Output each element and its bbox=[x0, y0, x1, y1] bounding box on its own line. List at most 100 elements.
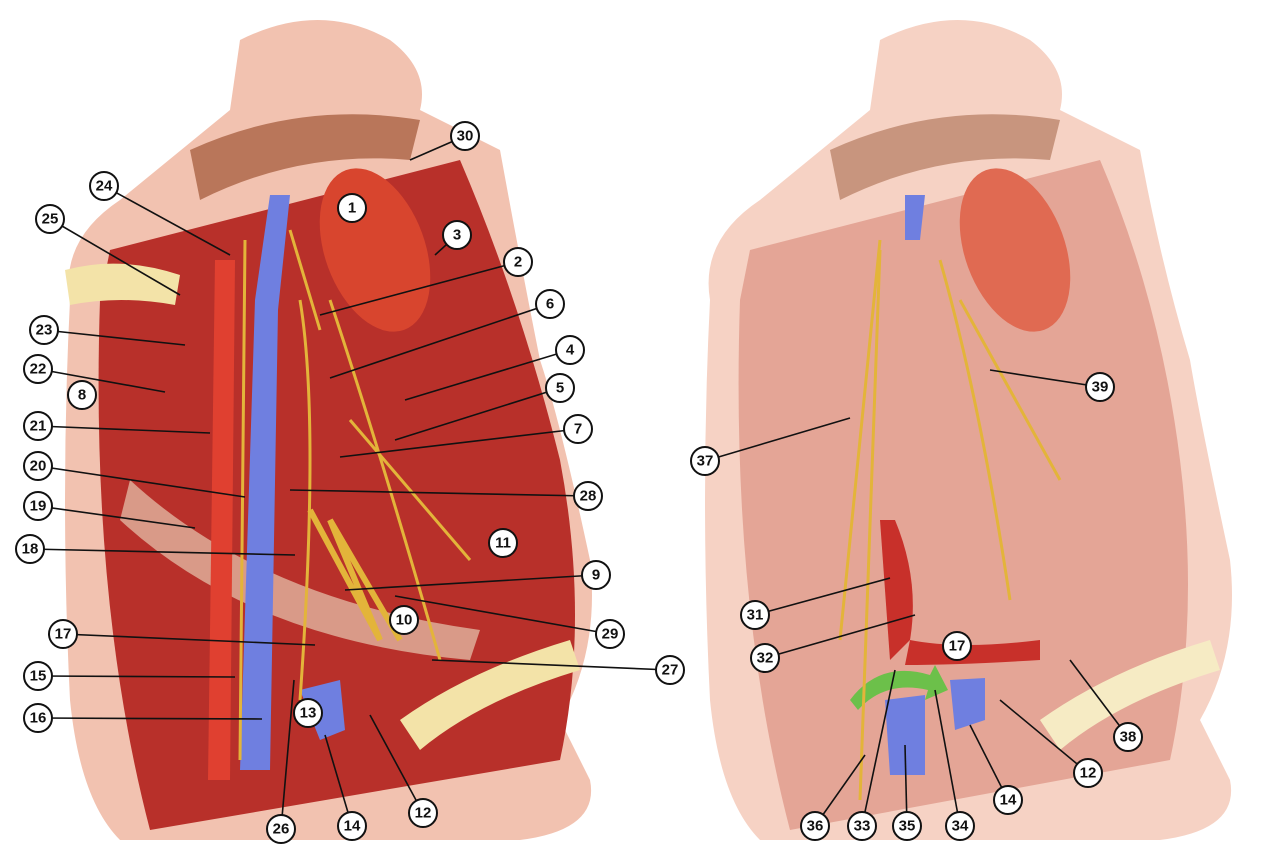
leader-line bbox=[704, 417, 851, 462]
leader-line bbox=[1069, 659, 1129, 738]
label-number: 38 bbox=[1120, 729, 1137, 746]
label-marker-6: 6 bbox=[535, 289, 565, 319]
sternocleidomastoid-cut-right bbox=[959, 168, 1071, 332]
thoracic-duct-arrow bbox=[850, 665, 948, 710]
leader-line bbox=[861, 669, 896, 827]
veins-right bbox=[885, 195, 985, 775]
leader-line bbox=[37, 717, 263, 720]
label-marker-4: 4 bbox=[555, 335, 585, 365]
label-marker-24: 24 bbox=[89, 171, 119, 201]
leader-line bbox=[49, 218, 181, 296]
label-circle bbox=[23, 354, 53, 384]
leader-line bbox=[999, 699, 1089, 774]
label-marker-10: 10 bbox=[389, 605, 419, 635]
leader-line bbox=[103, 185, 231, 256]
label-marker-8: 8 bbox=[67, 380, 97, 410]
label-number: 26 bbox=[273, 821, 290, 838]
label-number: 31 bbox=[747, 607, 764, 624]
label-circle bbox=[23, 491, 53, 521]
label-number: 2 bbox=[514, 254, 522, 271]
leader-line bbox=[754, 577, 891, 616]
leader-line bbox=[329, 303, 551, 379]
right-panel-anatomy bbox=[705, 20, 1232, 840]
label-marker-32: 32 bbox=[750, 643, 780, 673]
leader-line bbox=[394, 387, 561, 441]
leader-line bbox=[344, 574, 597, 591]
label-marker-14: 14 bbox=[993, 785, 1023, 815]
clavicle-right bbox=[1040, 640, 1220, 750]
label-marker-35: 35 bbox=[892, 811, 922, 841]
label-marker-39: 39 bbox=[1085, 372, 1115, 402]
label-circle bbox=[450, 121, 480, 151]
label-number: 29 bbox=[602, 626, 619, 643]
label-number: 23 bbox=[36, 322, 53, 339]
label-circle bbox=[535, 289, 565, 319]
label-number: 27 bbox=[662, 662, 679, 679]
leader-line bbox=[989, 369, 1101, 388]
carotid-artery bbox=[208, 260, 235, 780]
label-number: 4 bbox=[566, 342, 575, 359]
leader-line bbox=[29, 548, 296, 556]
label-number: 6 bbox=[546, 296, 554, 313]
label-marker-27: 27 bbox=[655, 655, 685, 685]
label-number: 24 bbox=[96, 178, 113, 195]
label-marker-28: 28 bbox=[573, 481, 603, 511]
label-circle bbox=[503, 247, 533, 277]
clavicle bbox=[400, 640, 580, 750]
label-number: 8 bbox=[78, 387, 86, 404]
internal-jugular-vein bbox=[240, 195, 290, 770]
neck-muscles-faded bbox=[738, 160, 1188, 830]
label-marker-29: 29 bbox=[595, 619, 625, 649]
label-number: 5 bbox=[556, 380, 564, 397]
leader-line bbox=[62, 633, 316, 646]
label-number: 22 bbox=[30, 361, 47, 378]
leader-line bbox=[289, 489, 589, 497]
label-circle bbox=[35, 204, 65, 234]
subclavian-artery bbox=[905, 640, 1040, 665]
label-number: 14 bbox=[344, 818, 361, 835]
label-circle bbox=[48, 619, 78, 649]
label-number: 34 bbox=[952, 818, 969, 835]
label-circle bbox=[545, 373, 575, 403]
label-marker-38: 38 bbox=[1113, 722, 1143, 752]
label-marker-21: 21 bbox=[23, 411, 53, 441]
label-circle bbox=[23, 703, 53, 733]
label-marker-11: 11 bbox=[488, 528, 518, 558]
label-marker-37: 37 bbox=[690, 446, 720, 476]
label-circle bbox=[573, 481, 603, 511]
label-circle bbox=[23, 661, 53, 691]
label-number: 30 bbox=[457, 128, 474, 145]
label-circle bbox=[595, 619, 625, 649]
label-number: 21 bbox=[30, 418, 47, 435]
label-number: 13 bbox=[300, 705, 317, 722]
leader-line bbox=[37, 368, 166, 393]
label-circle bbox=[488, 528, 518, 558]
label-number: 1 bbox=[348, 200, 356, 217]
label-marker-26: 26 bbox=[266, 814, 296, 844]
label-circle bbox=[892, 811, 922, 841]
leader-line bbox=[324, 734, 353, 827]
parotid-gland-right bbox=[830, 114, 1060, 200]
label-circle bbox=[581, 560, 611, 590]
label-number: 11 bbox=[495, 535, 511, 552]
label-number: 37 bbox=[697, 453, 714, 470]
leader-line bbox=[369, 714, 424, 814]
label-number: 18 bbox=[22, 541, 39, 558]
label-circle bbox=[563, 414, 593, 444]
label-marker-7: 7 bbox=[563, 414, 593, 444]
label-circle bbox=[1113, 722, 1143, 752]
leader-line bbox=[339, 428, 579, 458]
label-circle bbox=[942, 631, 972, 661]
leader-line bbox=[43, 329, 186, 346]
leader-line bbox=[280, 679, 295, 830]
scalene-nerves bbox=[238, 229, 472, 761]
label-number: 33 bbox=[854, 818, 871, 835]
label-circle bbox=[655, 655, 685, 685]
label-number: 28 bbox=[580, 488, 597, 505]
label-marker-3: 3 bbox=[442, 220, 472, 250]
label-number: 15 bbox=[30, 668, 47, 685]
label-circle bbox=[293, 698, 323, 728]
label-circle bbox=[266, 814, 296, 844]
